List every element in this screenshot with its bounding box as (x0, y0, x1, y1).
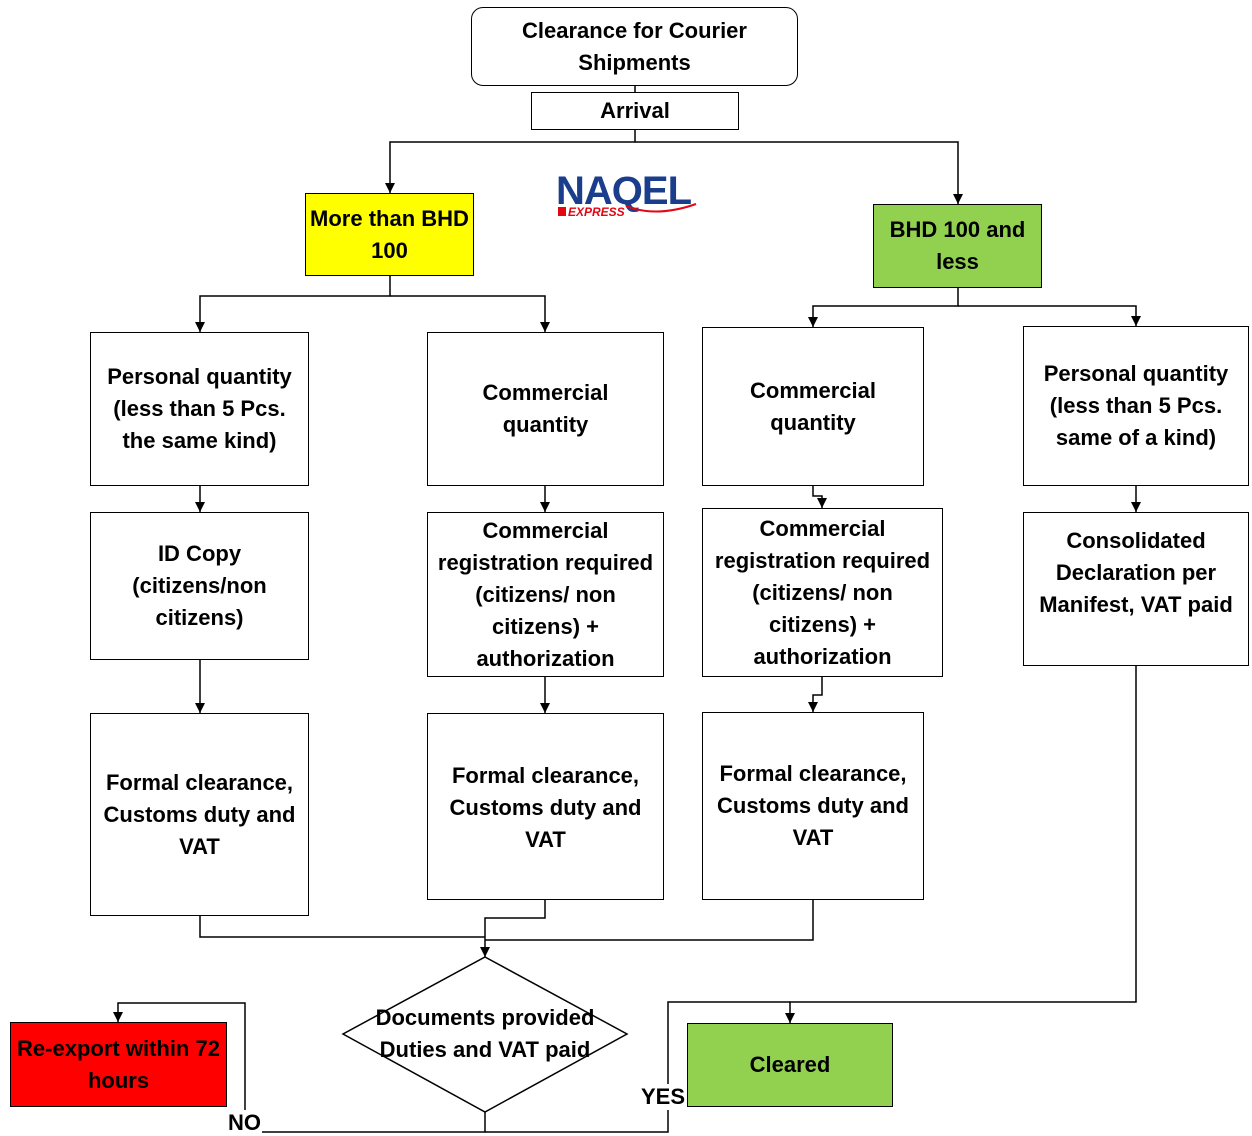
c1-requirement-box: ID Copy (citizens/non citizens) (90, 512, 309, 660)
connector-merge-right (485, 900, 814, 941)
c3-clearance-box: Formal clearance, Customs duty and VAT (702, 712, 924, 900)
yes-label: YES (640, 1084, 687, 1110)
c1-category-label: Personal quantity (less than 5 Pcs. the … (107, 364, 292, 453)
reexport-label: Re-export within 72 hours (17, 1035, 220, 1093)
naqel-logo: NAQEL EXPRESS (556, 169, 716, 222)
connector-no (113, 1002, 486, 1133)
c1-clearance-label: Formal clearance, Customs duty and VAT (103, 769, 296, 859)
branch-low-label: BHD 100 and less (889, 217, 1026, 274)
c2-category-label: Commercial quantity (482, 380, 609, 437)
title-box: Clearance for Courier Shipments (471, 7, 798, 86)
no-label: NO (227, 1110, 262, 1136)
c4-category-box: Personal quantity (less than 5 Pcs. same… (1023, 326, 1249, 486)
connector-merge-mid (480, 900, 546, 957)
branch-high-box: More than BHD 100 (305, 193, 474, 276)
logo-sub-text: EXPRESS (568, 205, 625, 219)
c2-category-box: Commercial quantity (427, 332, 664, 486)
c2-clearance-label: Formal clearance, Customs duty and VAT (449, 763, 642, 852)
c3-category-box: Commercial quantity (702, 327, 924, 486)
logo-red-square (558, 207, 566, 216)
c3-category-label: Commercial quantity (750, 377, 876, 435)
reexport-box: Re-export within 72 hours (10, 1022, 227, 1107)
connector-arrival-low (635, 141, 963, 204)
connector-c4-cleared (785, 666, 1137, 1023)
logo-swoosh (625, 203, 697, 213)
connector-c3-a (812, 486, 827, 508)
connector-c3-b (808, 677, 823, 712)
connector-yes (485, 1001, 790, 1133)
connector-high-personal (195, 276, 391, 332)
c1-requirement-label: ID Copy (citizens/non citizens) (132, 541, 267, 630)
c1-category-box: Personal quantity (less than 5 Pcs. the … (90, 332, 309, 486)
connector-low-commercial (808, 288, 959, 327)
branch-high-label: More than BHD 100 (310, 205, 469, 263)
decision-text: Documents provided Duties and VAT paid (370, 986, 600, 1082)
connector-low-personal (958, 305, 1141, 326)
c4-requirement-box: Consolidated Declaration per Manifest, V… (1023, 512, 1249, 666)
decision-label: Documents provided Duties and VAT paid (375, 1005, 595, 1062)
c1-clearance-box: Formal clearance, Customs duty and VAT (90, 713, 309, 916)
c3-requirement-box: Commercial registration required (citize… (702, 508, 943, 677)
c4-category-label: Personal quantity (less than 5 Pcs. same… (1043, 361, 1229, 450)
connector-high-commercial (390, 295, 550, 332)
arrival-label: Arrival (600, 98, 670, 123)
naqel-logo-icon: NAQEL EXPRESS (556, 169, 697, 219)
c4-requirement-label: Consolidated Declaration per Manifest, V… (1039, 528, 1233, 617)
connector-arrival-high (385, 130, 636, 193)
c2-requirement-label: Commercial registration required (citize… (437, 517, 654, 671)
logo-brand-text: NAQEL (556, 170, 692, 213)
decision-diamond (341, 956, 629, 1113)
c3-clearance-label: Formal clearance, Customs duty and VAT (717, 761, 909, 850)
c2-requirement-box: Commercial registration required (citize… (427, 512, 664, 677)
arrival-box: Arrival (531, 92, 739, 130)
branch-low-box: BHD 100 and less (873, 204, 1042, 288)
connector-merge-left (199, 916, 485, 938)
c3-requirement-label: Commercial registration required (citize… (714, 515, 931, 669)
cleared-box: Cleared (687, 1023, 893, 1107)
c2-clearance-box: Formal clearance, Customs duty and VAT (427, 713, 664, 900)
page-title: Clearance for Courier Shipments (522, 17, 747, 75)
cleared-label: Cleared (749, 1052, 831, 1077)
